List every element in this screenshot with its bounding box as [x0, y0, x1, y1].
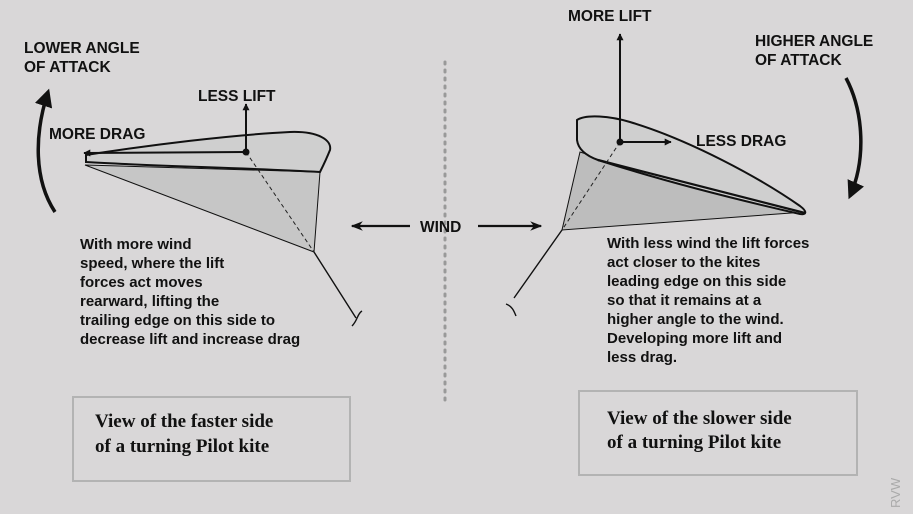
left-drag-label: MORE DRAG: [49, 126, 145, 143]
right-kite: [505, 115, 807, 317]
svg-text:With more wind: With more wind: [80, 236, 192, 253]
wind-label: WIND: [420, 219, 461, 236]
svg-text:rearward, lifting the: rearward, lifting the: [80, 293, 219, 310]
svg-text:higher angle to the wind.: higher angle to the wind.: [607, 311, 784, 328]
svg-text:trailing edge on this side to: trailing edge on this side to: [80, 312, 275, 329]
left-drag-arrow-icon: [83, 149, 247, 157]
svg-text:decrease lift and increase dra: decrease lift and increase drag: [80, 331, 300, 348]
right-angle-label-2: OF ATTACK: [755, 52, 842, 69]
left-angle-label-1: LOWER ANGLE: [24, 40, 140, 57]
right-description: With less wind the lift forces act close…: [607, 235, 809, 366]
svg-text:LOWER ANGLE: LOWER ANGLE: [24, 40, 140, 57]
left-lift-label: LESS LIFT: [198, 88, 276, 105]
left-description: With more wind speed, where the lift for…: [80, 236, 300, 348]
svg-text:leading edge on this side: leading edge on this side: [607, 273, 786, 290]
right-caption-box: View of the slower side of a turning Pil…: [578, 390, 858, 476]
right-angle-label-1: HIGHER ANGLE: [755, 33, 873, 50]
svg-text:OF ATTACK: OF ATTACK: [24, 59, 111, 76]
svg-text:of a turning Pilot kite: of a turning Pilot kite: [95, 436, 269, 457]
left-rotation-arrow-icon: [34, 88, 57, 213]
right-rotation-arrow-icon: [844, 77, 865, 200]
svg-text:OF ATTACK: OF ATTACK: [755, 52, 842, 69]
svg-text:HIGHER ANGLE: HIGHER ANGLE: [755, 33, 873, 50]
svg-text:Developing more lift and: Developing more lift and: [607, 330, 782, 347]
right-panel: MORE LIFT HIGHER ANGLE OF ATTACK LESS DR…: [505, 8, 873, 476]
right-drag-label: LESS DRAG: [696, 133, 786, 150]
svg-text:View of the faster side: View of the faster side: [95, 411, 273, 432]
svg-text:forces act moves: forces act moves: [80, 274, 203, 291]
svg-text:act closer to the kites: act closer to the kites: [607, 254, 760, 271]
left-panel: LOWER ANGLE OF ATTACK LESS LIFT MORE DRA…: [24, 40, 363, 482]
left-force-point: [242, 148, 250, 156]
right-lift-label: MORE LIFT: [568, 8, 652, 25]
left-caption-box: View of the faster side of a turning Pil…: [72, 396, 351, 482]
signature: RVW: [888, 477, 903, 508]
svg-text:less drag.: less drag.: [607, 349, 677, 366]
right-force-point: [616, 138, 624, 146]
svg-text:speed, where the lift: speed, where the lift: [80, 255, 224, 272]
svg-text:With less wind the lift forces: With less wind the lift forces: [607, 235, 809, 252]
left-angle-label-2: OF ATTACK: [24, 59, 111, 76]
svg-text:of a turning Pilot kite: of a turning Pilot kite: [607, 432, 781, 453]
svg-text:View of the slower side: View of the slower side: [607, 408, 792, 429]
wind-indicator: WIND: [350, 219, 543, 236]
svg-text:so that it remains at a: so that it remains at a: [607, 292, 762, 309]
